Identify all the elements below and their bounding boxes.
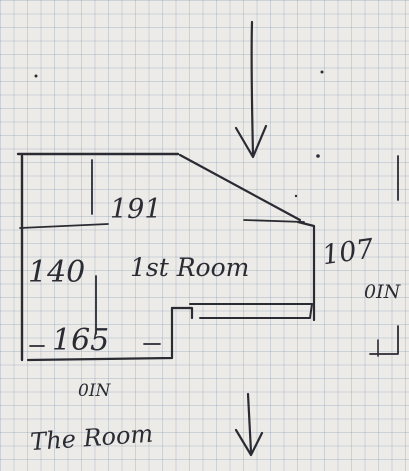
dimension-bottom-label: 165 [52,323,109,358]
down-arrow-top [234,20,268,159]
next-room-label: The Room [29,420,154,457]
dimension-right-unit: 0IN [364,281,402,303]
dimension-top-label: 191 [110,194,162,225]
dimension-bottom-unit: 0IN [78,381,112,401]
room-name-label: 1st Room [130,253,249,282]
dimension-right-label: 107 [320,233,376,271]
pencil-dots [34,70,324,198]
dimension-lines [19,155,399,357]
down-arrow-bottom [234,392,264,457]
dimension-left-label: 140 [28,255,85,290]
room-outline [16,152,316,362]
